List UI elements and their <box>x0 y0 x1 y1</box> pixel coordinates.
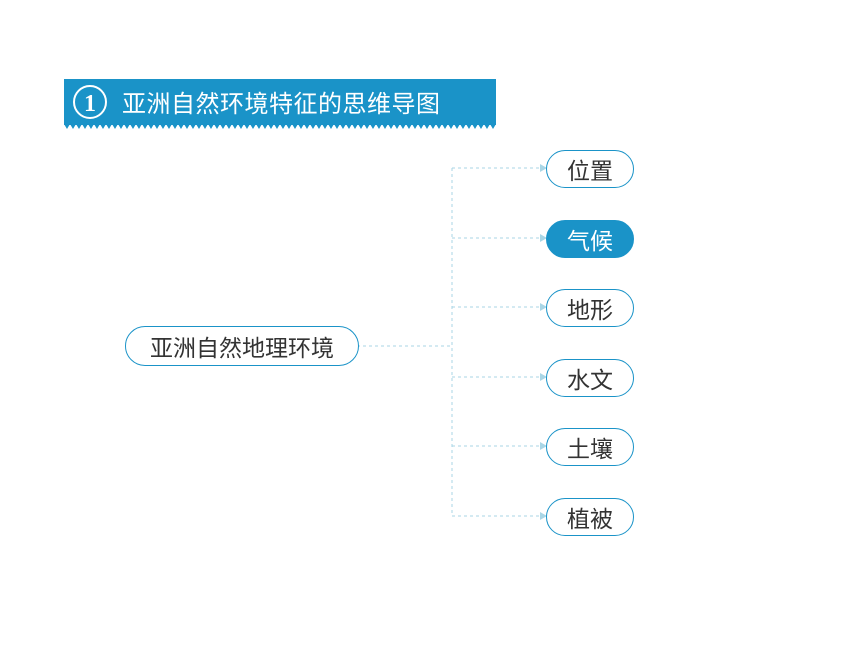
child-node-vegetation: 植被 <box>546 498 634 536</box>
child-node-terrain: 地形 <box>546 289 634 327</box>
child-node-position: 位置 <box>546 150 634 188</box>
arrow-icon <box>540 234 547 242</box>
banner-title: 亚洲自然环境特征的思维导图 <box>122 90 441 118</box>
arrow-icon <box>540 442 547 450</box>
arrow-icon <box>540 164 547 172</box>
badge-number: 1 <box>84 91 96 117</box>
arrow-icon <box>540 303 547 311</box>
root-node: 亚洲自然地理环境 <box>125 326 359 366</box>
section-banner <box>64 79 496 125</box>
banner-zigzag-edge <box>64 124 496 129</box>
child-node-hydrology: 水文 <box>546 359 634 397</box>
arrow-icon <box>540 373 547 381</box>
child-node-climate: 气候 <box>546 220 634 258</box>
arrow-icon <box>540 512 547 520</box>
number-badge-icon: 1 <box>73 85 107 119</box>
child-node-soil: 土壤 <box>546 428 634 466</box>
